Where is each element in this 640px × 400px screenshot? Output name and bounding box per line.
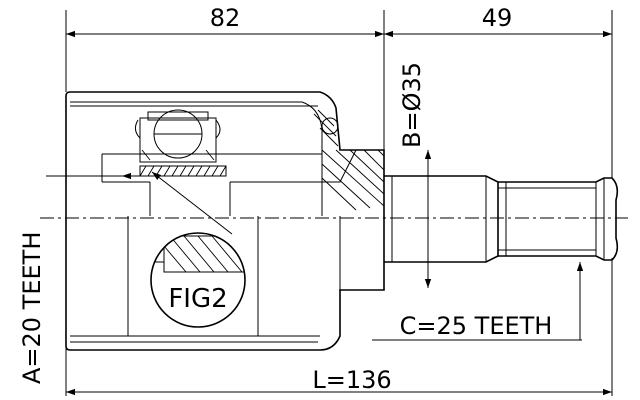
dimension-shaft-teeth: C=25 TEETH — [372, 262, 584, 341]
shaft-length-label: 49 — [482, 4, 513, 32]
dimension-diameter: B=Ø35 — [398, 62, 432, 288]
housing-body — [65, 91, 385, 351]
figure-label: FIG2 — [168, 284, 227, 314]
outer-teeth-label: A=20 TEETH — [18, 232, 46, 384]
fig2-detail: FIG2 — [150, 171, 246, 328]
ball-cage-detail — [134, 109, 227, 177]
splined-shaft — [384, 175, 619, 263]
total-length-label: L=136 — [312, 366, 391, 394]
dimension-shaft-length: 49 — [384, 4, 613, 178]
dimension-outer-teeth: A=20 TEETH — [18, 175, 140, 384]
dimension-body-length: 82 — [65, 4, 385, 150]
diameter-label: B=Ø35 — [398, 62, 426, 148]
body-length-label: 82 — [210, 4, 241, 32]
dimension-total-length: L=136 — [65, 258, 613, 396]
shaft-teeth-label: C=25 TEETH — [400, 312, 553, 340]
